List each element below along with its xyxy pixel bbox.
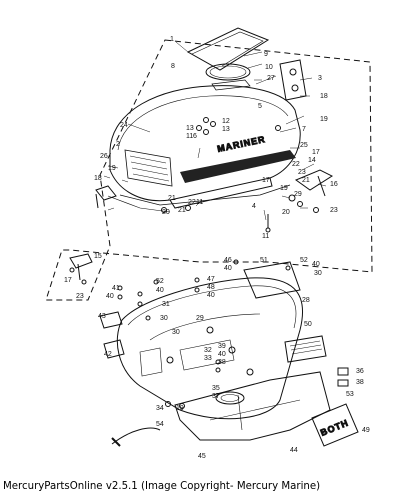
part-label-22: 22: [292, 161, 300, 168]
part-label-47: 47: [207, 276, 215, 283]
part-label-23: 23: [298, 169, 306, 176]
part-label-52: 52: [300, 257, 308, 264]
part-label-27: 27: [267, 75, 275, 82]
lower-skirt: [174, 371, 331, 441]
part-label-49: 49: [362, 427, 370, 434]
part-label-20: 20: [162, 209, 170, 216]
decal-brand-text: BOTH: [319, 418, 350, 438]
part-label-2: 2: [116, 141, 120, 148]
part-label-21: 21: [302, 177, 310, 184]
part-label-53: 53: [346, 391, 354, 398]
part-label-38: 38: [218, 359, 226, 366]
part-label-13b: 13: [222, 126, 230, 133]
part-label-17b: 17: [262, 177, 270, 184]
part-label-44: 44: [290, 447, 298, 454]
bottom-cowl: [116, 277, 304, 420]
side-decal: [284, 335, 327, 363]
part-label-36: 36: [356, 368, 364, 375]
part-label-39: 39: [218, 343, 226, 350]
part-label-45: 45: [198, 453, 206, 460]
part-label-19d: 19: [176, 405, 184, 412]
part-label-11b: 11: [196, 199, 203, 206]
part-label-7: 7: [302, 126, 306, 133]
part-label-41: 41: [112, 285, 120, 292]
part-label-51: 51: [260, 257, 268, 264]
part-label-43: 43: [98, 313, 106, 320]
part-label-40f: 40: [218, 351, 226, 358]
rear-decal-panel: [311, 403, 359, 447]
drain-hose: [111, 427, 161, 445]
part-label-33: 33: [204, 355, 212, 362]
top-cowl: [109, 85, 301, 202]
part-label-6: 6: [193, 133, 197, 140]
part-label-40d: 40: [156, 287, 164, 294]
upper-group-boundary: [45, 39, 373, 301]
part-label-23c: 23: [76, 293, 84, 300]
part-label-17c: 17: [64, 277, 72, 284]
part-label-12: 12: [222, 118, 230, 125]
latch-lever-right: [294, 169, 334, 191]
cowl-decal-band: [180, 150, 296, 183]
part-label-30: 30: [314, 270, 322, 277]
part-label-32: 32: [204, 347, 212, 354]
copyright-footer: MercuryPartsOnline v2.5.1 (Image Copyrig…: [3, 481, 321, 492]
part-label-19: 19: [320, 116, 328, 123]
part-label-20b: 20: [282, 209, 290, 216]
part-label-14: 14: [308, 157, 316, 164]
part-label-3: 3: [318, 75, 322, 82]
part-label-40b: 40: [312, 261, 320, 268]
part-label-37: 37: [212, 393, 220, 400]
seal-ring: [205, 63, 251, 81]
part-label-38b: 38: [356, 379, 364, 386]
top-access-cover: [186, 27, 270, 71]
part-label-54: 54: [156, 421, 164, 428]
part-label-21c: 21: [178, 207, 186, 214]
part-label-52b: 52: [156, 278, 164, 285]
part-label-18b: 18: [94, 175, 102, 182]
rear-bracket: [279, 59, 307, 101]
part-label-42: 42: [104, 351, 112, 358]
part-label-29b: 29: [196, 315, 204, 322]
rear-cover-plate: [243, 261, 301, 299]
part-label-13: 13: [186, 125, 194, 132]
part-label-30b: 30: [160, 315, 168, 322]
part-label-11c: 11: [262, 233, 269, 240]
part-label-9: 9: [264, 51, 268, 58]
part-labels: 1 9 8 10 27 3 5 18 19 24 13 12 13 11 6 7…: [64, 36, 370, 460]
part-label-31: 31: [162, 301, 170, 308]
part-label-40c: 40: [207, 292, 215, 299]
part-label-21b: 21: [168, 195, 176, 202]
part-label-24: 24: [120, 122, 128, 129]
part-label-28: 28: [302, 297, 310, 304]
cowl-brand-text: MARINER: [216, 134, 266, 154]
parts-diagram: MARINER: [45, 27, 373, 460]
part-label-34: 34: [156, 405, 164, 412]
part-label-8: 8: [171, 63, 175, 70]
part-label-18: 18: [320, 93, 328, 100]
part-label-19b: 19: [108, 165, 116, 172]
part-label-23b: 23: [330, 207, 338, 214]
part-label-35: 35: [212, 385, 220, 392]
part-label-25: 25: [300, 142, 308, 149]
part-label-26: 26: [100, 153, 108, 160]
part-label-4: 4: [252, 203, 256, 210]
part-label-16: 16: [330, 181, 338, 188]
part-label-19c: 19: [280, 185, 288, 192]
part-label-40e: 40: [106, 293, 114, 300]
part-label-10: 10: [265, 64, 273, 71]
part-label-17: 17: [312, 149, 320, 156]
part-label-48: 48: [207, 284, 215, 291]
part-label-22b: 22: [188, 199, 196, 206]
part-label-11: 11: [186, 133, 193, 140]
part-label-46: 46: [224, 257, 232, 264]
part-label-30c: 30: [172, 329, 180, 336]
part-label-40: 40: [224, 265, 232, 272]
part-label-15: 15: [94, 253, 102, 260]
part-label-5: 5: [258, 103, 262, 110]
latch-lever-left: [95, 185, 117, 201]
part-label-29: 29: [294, 191, 302, 198]
part-label-50: 50: [304, 321, 312, 328]
part-label-1: 1: [170, 36, 174, 43]
